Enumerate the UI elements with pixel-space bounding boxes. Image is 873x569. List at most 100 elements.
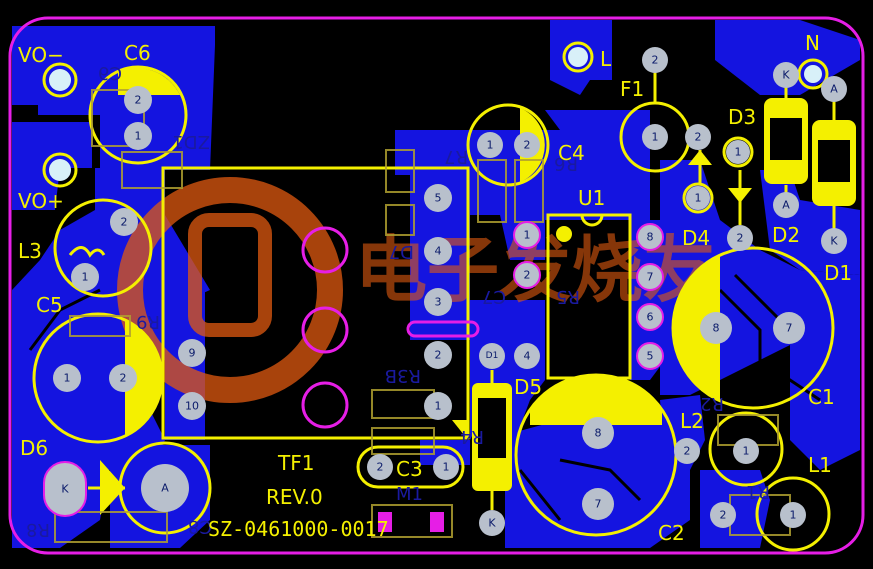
c1-outline	[671, 246, 835, 410]
board-outline	[8, 16, 865, 555]
pad-label: 1	[443, 461, 450, 474]
pad-label: 8	[713, 322, 720, 335]
l-pad-ring	[562, 41, 594, 73]
pad-r-2[interactable]	[513, 261, 541, 289]
pads: 2 1 2 1 1 2 K A 9 10 5 4 3 2	[43, 47, 847, 536]
pad-c4-1[interactable]	[477, 132, 503, 158]
label-c2: C2	[658, 521, 685, 545]
pad-d4-1[interactable]	[686, 186, 710, 210]
pad-label: 1	[743, 445, 750, 458]
pad-label: 7	[595, 498, 602, 511]
pad-tf1-3[interactable]	[424, 288, 452, 316]
pad-label: 7	[647, 271, 654, 284]
label-part-number: SZ-0461000-0017	[208, 517, 389, 541]
pad-label: 2	[524, 269, 531, 282]
pad-d3-2[interactable]	[727, 225, 753, 251]
label-d3: D3	[728, 105, 756, 129]
pad-u1-5[interactable]	[636, 342, 664, 370]
pad-d6-a[interactable]	[141, 464, 189, 512]
pad-d3-1[interactable]	[726, 140, 750, 164]
label-c6: C6	[124, 41, 151, 65]
pad-c1-8[interactable]	[700, 312, 732, 344]
pad-label: 2	[524, 139, 531, 152]
pad-n-terminal[interactable]	[804, 65, 822, 83]
pad-c6-2[interactable]	[124, 86, 152, 114]
pad-d5-k[interactable]	[479, 510, 505, 536]
pad-label: 2	[684, 445, 691, 458]
pad-label: 4	[524, 350, 531, 363]
pad-c3-2[interactable]	[367, 454, 393, 480]
label-c8-mirror: C8	[188, 516, 212, 537]
pad-c2-7[interactable]	[582, 488, 614, 520]
c1-polarity	[673, 255, 720, 400]
copper-n	[715, 20, 860, 95]
l3-outline	[53, 198, 153, 298]
pad-c5-1[interactable]	[53, 364, 81, 392]
pad-label: 9	[189, 347, 196, 360]
pad-label: 1	[82, 271, 89, 284]
pad-label: A	[830, 83, 838, 96]
pad-label: K	[782, 69, 790, 82]
pad-d5-d1[interactable]	[479, 343, 505, 369]
l3-coil-mark	[68, 246, 106, 258]
pad-tf1-9[interactable]	[178, 339, 206, 367]
pad-l1-2[interactable]	[710, 502, 736, 528]
label-c1: C1	[808, 385, 835, 409]
pad-label: 5	[435, 192, 442, 205]
pad-tf1-5[interactable]	[424, 184, 452, 212]
pad-vo-plus[interactable]	[49, 159, 71, 181]
pad-l3-2[interactable]	[110, 208, 138, 236]
pad-label: 2	[435, 349, 442, 362]
pad-label: 2	[377, 461, 384, 474]
l1-outline	[755, 476, 831, 552]
pad-d1-k[interactable]	[821, 228, 847, 254]
pad-c2-8[interactable]	[582, 417, 614, 449]
pad-u1-7[interactable]	[636, 263, 664, 291]
silk-labels: VO− VO+ C6 C9 ZD1 L3 C5 R9 D6 R8 C8 TF1 …	[18, 31, 852, 545]
pad-r-1[interactable]	[513, 221, 541, 249]
pad-d5-4[interactable]	[514, 343, 540, 369]
d7-body-a	[385, 149, 415, 193]
pad-c6-1[interactable]	[124, 122, 152, 150]
pad-l1-1[interactable]	[780, 502, 806, 528]
pad-d2-a[interactable]	[821, 76, 847, 102]
pad-l3-1[interactable]	[71, 263, 99, 291]
pad-d4-2[interactable]	[685, 124, 711, 150]
pad-l2-1[interactable]	[733, 438, 759, 464]
pad-d3-k[interactable]	[773, 62, 799, 88]
d2-band	[818, 140, 850, 182]
pad-u1-8[interactable]	[636, 223, 664, 251]
pad-label: 1	[487, 139, 494, 152]
pad-label: 8	[647, 231, 654, 244]
pad-c5-2[interactable]	[109, 364, 137, 392]
pad-d6-k[interactable]	[43, 461, 87, 517]
pad-d3-a[interactable]	[773, 192, 799, 218]
pad-c3-1[interactable]	[433, 454, 459, 480]
m1-pad-b	[430, 512, 444, 532]
pad-label: 1	[64, 372, 71, 385]
diode-bands	[478, 118, 850, 458]
label-r4-mirror: R4	[460, 426, 484, 447]
pad-c4-2[interactable]	[514, 132, 540, 158]
pad-l-terminal[interactable]	[568, 47, 588, 67]
tf1-corner-mark	[452, 420, 468, 440]
pad-label: K	[830, 235, 838, 248]
pad-u1-6[interactable]	[636, 303, 664, 331]
pad-f1-1[interactable]	[642, 124, 668, 150]
pad-tf1-4[interactable]	[424, 237, 452, 265]
pad-tf1-10[interactable]	[178, 392, 206, 420]
pad-tf1-2[interactable]	[424, 341, 452, 369]
c2-polarity	[530, 375, 662, 425]
pad-label: 2	[737, 232, 744, 245]
pad-l2-2[interactable]	[674, 438, 700, 464]
label-c9-mirror: C9	[98, 64, 122, 85]
tf1-hole-2	[301, 306, 349, 354]
pad-label: 2	[121, 216, 128, 229]
pad-f1-2[interactable]	[642, 47, 668, 73]
pad-vo-minus[interactable]	[49, 69, 71, 91]
c5-polarity	[125, 320, 162, 436]
pad-tf1-1[interactable]	[424, 392, 452, 420]
pad-c1-7[interactable]	[773, 312, 805, 344]
